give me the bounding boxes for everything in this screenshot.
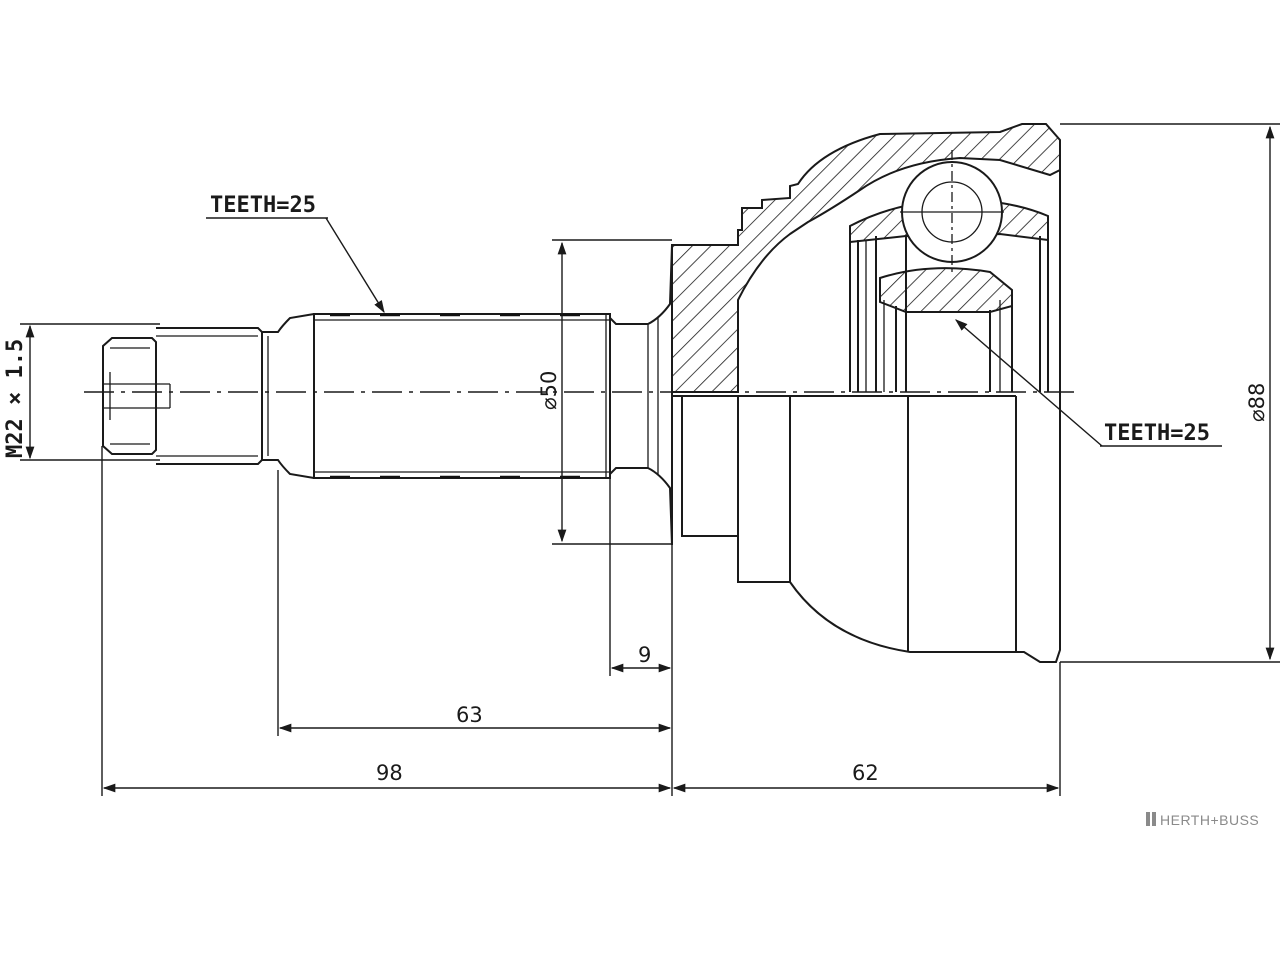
housing-exterior-lower bbox=[671, 392, 1061, 663]
thread-body bbox=[156, 327, 263, 465]
teeth-joint-label: TEETH=25 bbox=[1104, 421, 1210, 446]
dim-63-label: 63 bbox=[456, 703, 483, 727]
hb-logo-icon bbox=[1146, 812, 1156, 826]
spline-teeth-marks bbox=[330, 313, 580, 479]
teeth-shaft-label: TEETH=25 bbox=[210, 193, 316, 218]
leader-lines bbox=[206, 217, 1222, 447]
spline-section bbox=[313, 313, 611, 479]
dia-88-label: ⌀88 bbox=[1245, 383, 1269, 422]
dia-50-label: ⌀50 bbox=[537, 371, 561, 410]
dim-98-label: 98 bbox=[376, 761, 403, 785]
dimension-lines bbox=[20, 123, 1280, 796]
nut-outline bbox=[102, 337, 157, 455]
dim-62-label: 62 bbox=[852, 761, 879, 785]
housing-section-upper bbox=[671, 123, 1061, 393]
housing-hatched-wall bbox=[671, 123, 1061, 393]
threaded-shaft bbox=[102, 244, 673, 546]
brand-text: HERTH+BUSS bbox=[1160, 812, 1259, 828]
cage-section bbox=[879, 267, 1013, 313]
brand-mark: HERTH+BUSS bbox=[1146, 812, 1259, 828]
dim-9-label: 9 bbox=[638, 643, 651, 667]
thread-label: M22 × 1.5 bbox=[3, 339, 28, 458]
